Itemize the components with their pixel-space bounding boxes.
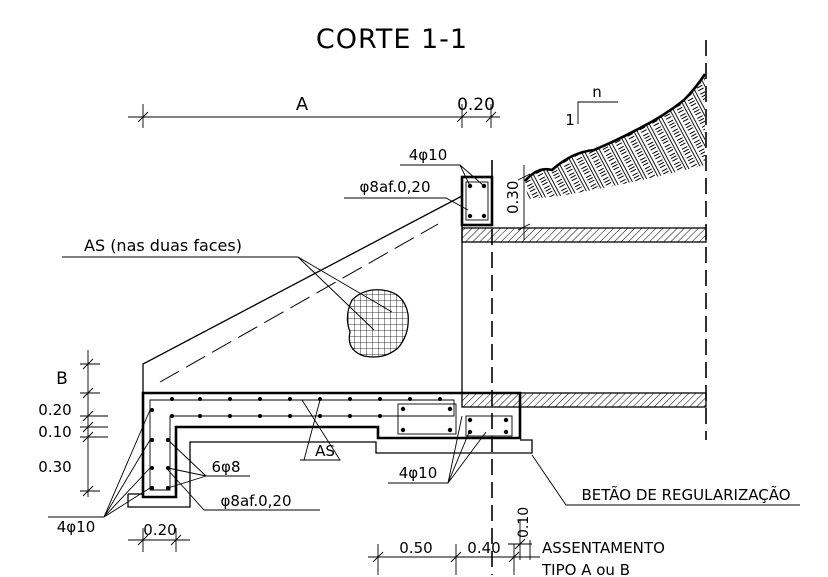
foundation	[141, 391, 522, 499]
leader-stirrups-bottom	[167, 469, 320, 511]
dim-020-top-label: 0.20	[457, 95, 495, 115]
dim-b-label: B	[56, 369, 68, 389]
dim-050-label: 0.50	[399, 539, 432, 557]
dim-030-left-label: 0.30	[38, 458, 71, 476]
dim-020-bottom	[128, 528, 190, 552]
tipo-label: TIPO A ou B	[541, 561, 630, 577]
stirrups-bottom-label: φ8af.0,20	[221, 492, 292, 510]
leader-4d10-bottom	[388, 415, 487, 484]
terrain	[524, 73, 707, 199]
slope-n-label: n	[592, 83, 602, 101]
slope-indicator	[577, 101, 618, 124]
lower-slab	[461, 392, 707, 408]
dim-040-label: 0.40	[467, 539, 500, 557]
bars-4d10-left-label: 4φ10	[57, 518, 96, 536]
bars-4d10-bottom-label: 4φ10	[399, 464, 438, 482]
stirrups-top-label: φ8af.0,20	[360, 178, 431, 196]
upper-slab	[461, 227, 707, 243]
leader-as-bottom	[300, 399, 341, 461]
top-beam	[460, 175, 494, 227]
dim-bottom-right	[368, 520, 540, 575]
title: CORTE 1-1	[316, 24, 468, 55]
bars-6d8-label: 6φ8	[212, 458, 241, 476]
leader-4d10-top	[400, 164, 485, 187]
dim-010-left-label: 0.10	[38, 423, 71, 441]
dim-020-left-label: 0.20	[38, 401, 71, 419]
leader-stirrups-top	[344, 197, 469, 211]
as-bottom-label: AS	[315, 442, 335, 460]
left-dimension	[80, 350, 108, 497]
dim-020-bottom-label: 0.20	[143, 521, 176, 539]
as-faces-label: AS (nas duas faces)	[84, 236, 242, 255]
dim-a-label: A	[296, 94, 309, 115]
bars-4d10-top-label: 4φ10	[409, 146, 448, 164]
slope-1-label: 1	[565, 111, 575, 129]
dim-030-right-label: 0.30	[504, 181, 522, 214]
assentamento-label: ASSENTAMENTO	[542, 539, 665, 557]
dim-010-bottom-label: 0.10	[516, 507, 532, 538]
leader-as-faces	[62, 256, 393, 331]
wing-wall	[142, 194, 463, 393]
leader-4d10-left	[48, 409, 151, 518]
top-dimension	[128, 104, 500, 128]
leader-betao	[531, 454, 800, 506]
leader-6d8	[167, 439, 250, 489]
betao-label: BETÃO DE REGULARIZAÇÃO	[582, 485, 791, 504]
